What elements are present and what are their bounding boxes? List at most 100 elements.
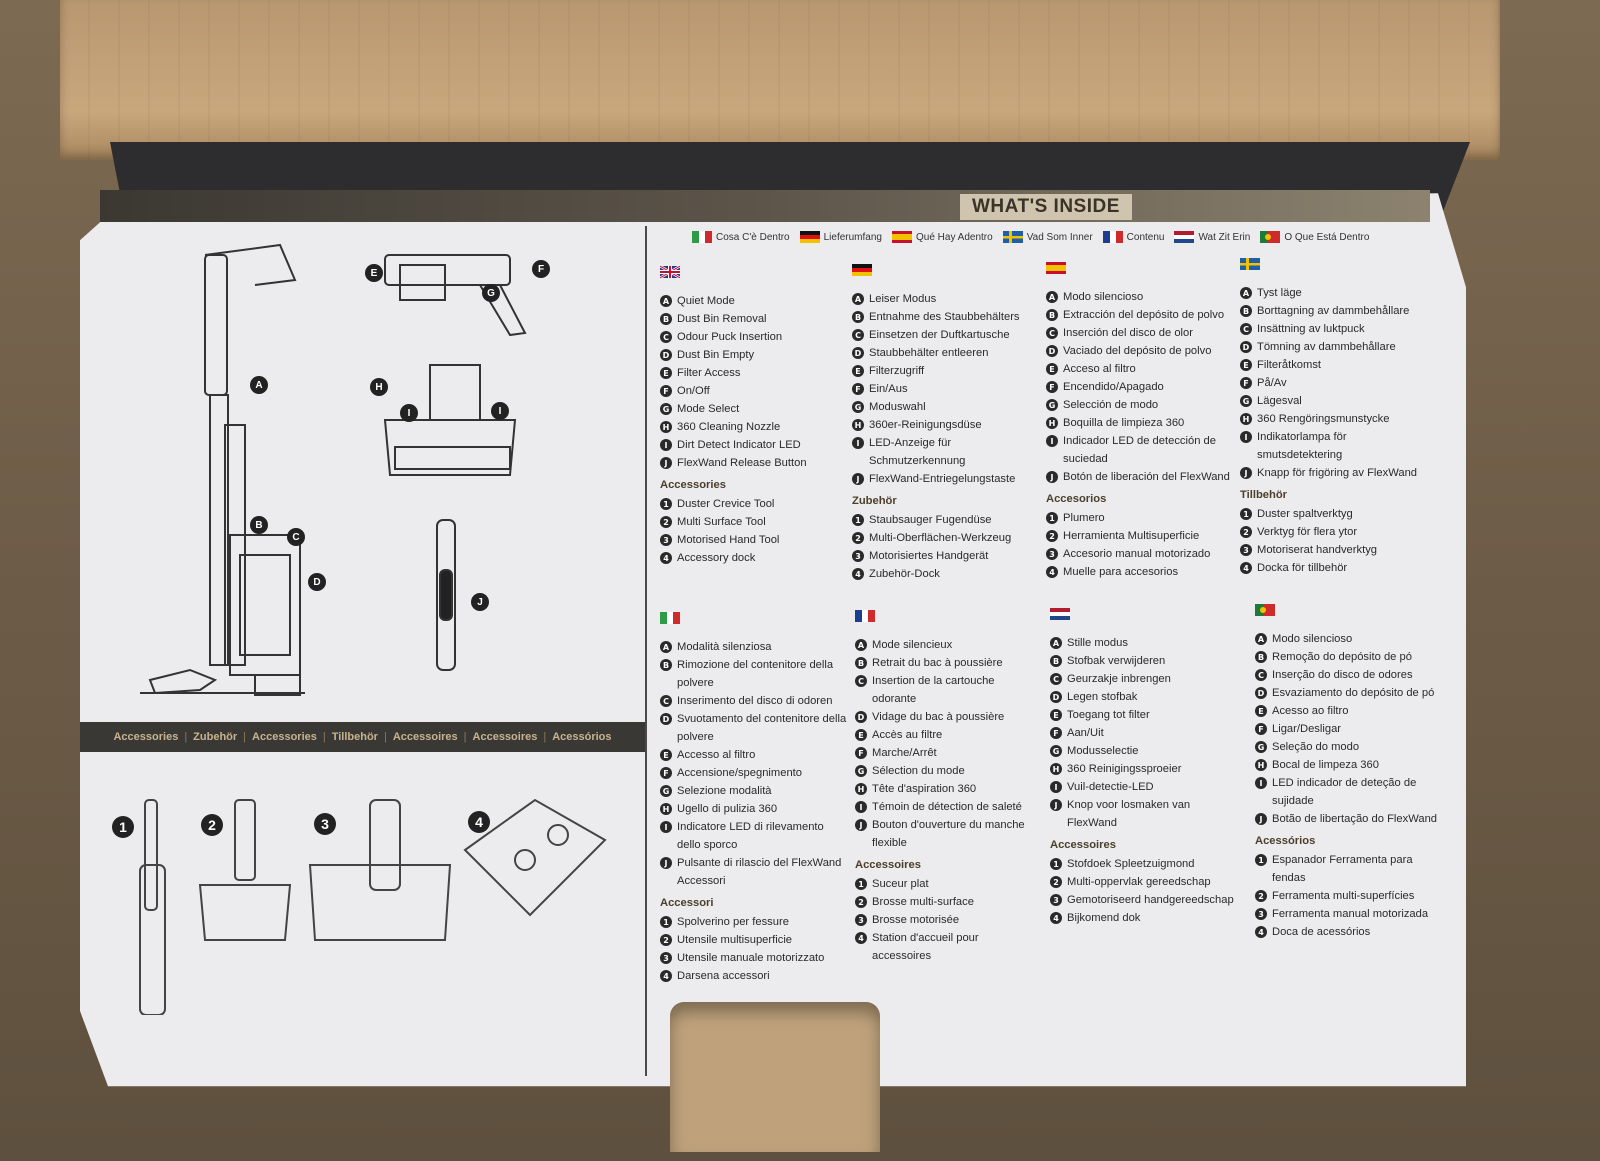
band-separator: |	[463, 731, 467, 743]
diagram-letter-g: G	[482, 284, 500, 302]
number-badge: 2	[1046, 530, 1058, 542]
letter-badge: A	[1240, 287, 1252, 299]
part-label: Bouton d'ouverture du manche flexible	[872, 819, 1025, 849]
part-label: Modo silencioso	[1272, 633, 1353, 645]
accessory-label: Stofdoek Spleetzuigmond	[1067, 858, 1195, 870]
letter-badge: F	[855, 747, 867, 759]
letter-badge: H	[1255, 759, 1267, 771]
part-label: Dust Bin Empty	[677, 349, 755, 361]
letter-badge: D	[660, 349, 672, 361]
part-label: Selezione modalità	[677, 785, 772, 797]
part-label: On/Off	[677, 385, 710, 397]
part-label: Tömning av dammbehållare	[1257, 341, 1396, 353]
part-label: Boquilla de limpieza 360	[1063, 417, 1185, 429]
accessory-label: Doca de acessórios	[1272, 926, 1371, 938]
insert-panel	[80, 165, 1466, 1087]
band-label: Accessories	[113, 731, 179, 743]
letter-badge: J	[1050, 799, 1062, 811]
number-badge: 2	[660, 934, 672, 946]
accessories-heading: Accessoires	[855, 859, 921, 871]
letter-badge: A	[660, 295, 672, 307]
letter-badge: H	[855, 783, 867, 795]
letter-badge: C	[660, 331, 672, 343]
accessory-number-1: 1	[112, 816, 134, 838]
number-badge: 3	[852, 550, 864, 562]
part-item: J Botón de liberación del FlexWand	[1046, 468, 1231, 486]
part-label: Tête d'aspiration 360	[872, 783, 977, 795]
letter-badge: A	[1046, 291, 1058, 303]
part-label: Legen stofbak	[1067, 691, 1138, 703]
letter-badge: D	[660, 713, 672, 725]
letter-badge: F	[1046, 381, 1058, 393]
part-label: 360er-Reinigungsdüse	[869, 419, 982, 431]
part-label: FlexWand-Entriegelungstaste	[869, 473, 1016, 485]
part-label: Knop voor losmaken van FlexWand	[1067, 799, 1191, 829]
language-nl: Wat Zit Erin	[1174, 231, 1250, 243]
letter-badge: G	[1046, 399, 1058, 411]
part-label: Stofbak verwijderen	[1067, 655, 1166, 667]
letter-badge: I	[1046, 435, 1058, 447]
letter-badge: B	[660, 313, 672, 325]
part-label: Geurzakje inbrengen	[1067, 673, 1171, 685]
flag-icon	[1050, 608, 1235, 626]
letter-badge: C	[1240, 323, 1252, 335]
box-top-flap	[60, 0, 1500, 160]
language-label: Cosa C'è Dentro	[716, 231, 790, 243]
part-label: Marche/Arrêt	[872, 747, 937, 759]
letter-badge: G	[852, 401, 864, 413]
letter-badge: J	[1255, 813, 1267, 825]
letter-badge: J	[660, 457, 672, 469]
diagram-letter-c: C	[287, 528, 305, 546]
accessories-heading: Accessori	[660, 897, 714, 909]
part-label: Botón de liberación del FlexWand	[1063, 471, 1230, 483]
part-label: Pulsante di rilascio del FlexWand Access…	[677, 857, 842, 887]
language-pt: O Que Está Dentro	[1260, 231, 1369, 243]
part-label: Staubbehälter entleeren	[869, 347, 989, 359]
part-label: Filter Access	[677, 367, 741, 379]
letter-badge: D	[1050, 691, 1062, 703]
letter-badge: C	[855, 675, 867, 687]
accessory-label: Motoriserat handverktyg	[1257, 544, 1378, 556]
diagram-letter-e: E	[365, 264, 383, 282]
letter-badge: A	[660, 641, 672, 653]
accessory-label: Utensile manuale motorizzato	[677, 952, 825, 964]
part-label: Borttagning av dammbehållare	[1257, 305, 1410, 317]
number-badge: 2	[660, 516, 672, 528]
part-label: Ligar/Desligar	[1272, 723, 1342, 735]
part-label: Seleção do modo	[1272, 741, 1360, 753]
flag-icon	[852, 264, 1037, 282]
letter-badge: C	[1050, 673, 1062, 685]
letter-badge: J	[1046, 471, 1058, 483]
letter-badge: C	[660, 695, 672, 707]
part-item: J Knop voor losmaken van FlexWand	[1050, 796, 1235, 832]
accessories-band: Accessories|Zubehör|Accessories|Tillbehö…	[80, 722, 645, 752]
letter-badge: E	[1240, 359, 1252, 371]
letter-badge: D	[1046, 345, 1058, 357]
language-label: Contenu	[1126, 231, 1165, 243]
